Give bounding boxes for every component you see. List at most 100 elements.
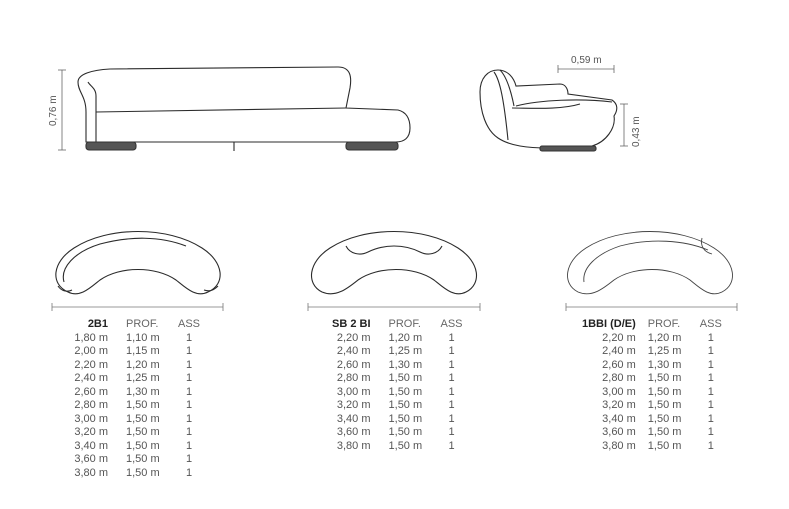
width-cell: 3,60 m (602, 426, 636, 438)
width-cell: 2,60 m (336, 358, 371, 371)
plan-view-1bbi (565, 231, 738, 311)
width-cell: 2,80 m (74, 399, 108, 411)
width-cell: 2,00 m (74, 345, 108, 357)
depth-cell: 1,50 m (388, 412, 423, 425)
column-header-depth: PROF. (126, 318, 159, 330)
depth-cell: 1,20 m (126, 358, 160, 371)
seats-cell: 1 (185, 358, 193, 371)
depth-cell: 1,50 m (388, 426, 423, 438)
seats-cell: 1 (707, 358, 714, 371)
side-seat-height-dimension: 0,43 m (631, 116, 642, 147)
table-row: 3,20 m 1,50 m 1 (582, 399, 726, 413)
seats-cell: 1 (448, 439, 455, 452)
depth-cell: 1,50 m (647, 399, 682, 411)
table-row: 2,40 m 1,25 m 1 (582, 345, 726, 359)
table-header-row: 2B1 PROF. ASS (72, 318, 204, 332)
width-cell: 2,40 m (336, 345, 371, 357)
width-cell: 3,20 m (336, 399, 371, 411)
seats-cell: 1 (707, 385, 714, 398)
width-cell: 3,20 m (602, 399, 636, 411)
depth-cell: 1,50 m (126, 466, 160, 479)
column-header-seats: ASS (440, 318, 463, 330)
depth-cell: 1,50 m (388, 385, 423, 398)
plan-view-2b1 (51, 230, 224, 311)
column-header-depth: PROF. (388, 318, 421, 330)
depth-cell: 1,50 m (647, 372, 682, 384)
seats-cell: 1 (448, 399, 455, 411)
seats-cell: 1 (185, 466, 193, 479)
width-cell: 3,20 m (74, 426, 108, 438)
width-cell: 3,80 m (74, 466, 108, 479)
seats-cell: 1 (185, 439, 193, 452)
depth-cell: 1,50 m (126, 412, 160, 425)
width-cell: 3,40 m (602, 412, 636, 425)
seats-cell: 1 (185, 426, 193, 438)
depth-cell: 1,50 m (126, 426, 160, 438)
seats-cell: 1 (185, 372, 193, 384)
width-cell: 2,40 m (74, 372, 108, 384)
depth-cell: 1,50 m (647, 426, 682, 438)
width-cell: 3,60 m (336, 426, 371, 438)
table-row: 3,20 m 1,50 m 1 (72, 426, 204, 440)
depth-cell: 1,50 m (388, 372, 423, 384)
seats-cell: 1 (448, 426, 455, 438)
width-cell: 2,80 m (336, 372, 371, 384)
depth-cell: 1,30 m (126, 385, 160, 398)
seats-cell: 1 (448, 358, 455, 371)
width-cell: 2,20 m (336, 331, 371, 344)
width-cell: 3,60 m (74, 453, 108, 465)
seats-cell: 1 (185, 385, 193, 398)
width-cell: 1,80 m (74, 331, 108, 344)
seats-cell: 1 (448, 331, 455, 344)
seats-cell: 1 (448, 385, 455, 398)
seats-cell: 1 (707, 345, 714, 357)
column-header-seats: ASS (699, 318, 722, 330)
table-row: 2,60 m 1,30 m 1 (332, 359, 467, 373)
seats-cell: 1 (448, 345, 455, 357)
width-cell: 2,40 m (602, 345, 636, 357)
model-name: 2B1 (87, 318, 108, 330)
seats-cell: 1 (185, 399, 193, 411)
seats-cell: 1 (448, 372, 455, 384)
depth-cell: 1,30 m (388, 358, 423, 371)
table-row: 3,40 m 1,50 m 1 (332, 413, 467, 427)
depth-cell: 1,25 m (126, 372, 160, 384)
width-cell: 3,80 m (602, 439, 636, 452)
table-row: 3,80 m 1,50 m 1 (72, 467, 204, 481)
column-header-seats: ASS (177, 318, 200, 330)
depth-cell: 1,30 m (647, 358, 682, 371)
depth-cell: 1,25 m (647, 345, 682, 357)
model-name: SB 2 BI (332, 318, 371, 330)
width-cell: 3,00 m (74, 412, 108, 425)
depth-cell: 1,15 m (126, 345, 160, 357)
seats-cell: 1 (448, 412, 455, 425)
table-header-row: SB 2 BI PROF. ASS (332, 318, 467, 332)
depth-cell: 1,50 m (647, 412, 682, 425)
depth-cell: 1,50 m (126, 399, 160, 411)
table-row: 2,80 m 1,50 m 1 (332, 372, 467, 386)
seats-cell: 1 (707, 399, 714, 411)
front-height-dimension: 0,76 m (48, 95, 59, 126)
width-cell: 3,40 m (336, 412, 371, 425)
